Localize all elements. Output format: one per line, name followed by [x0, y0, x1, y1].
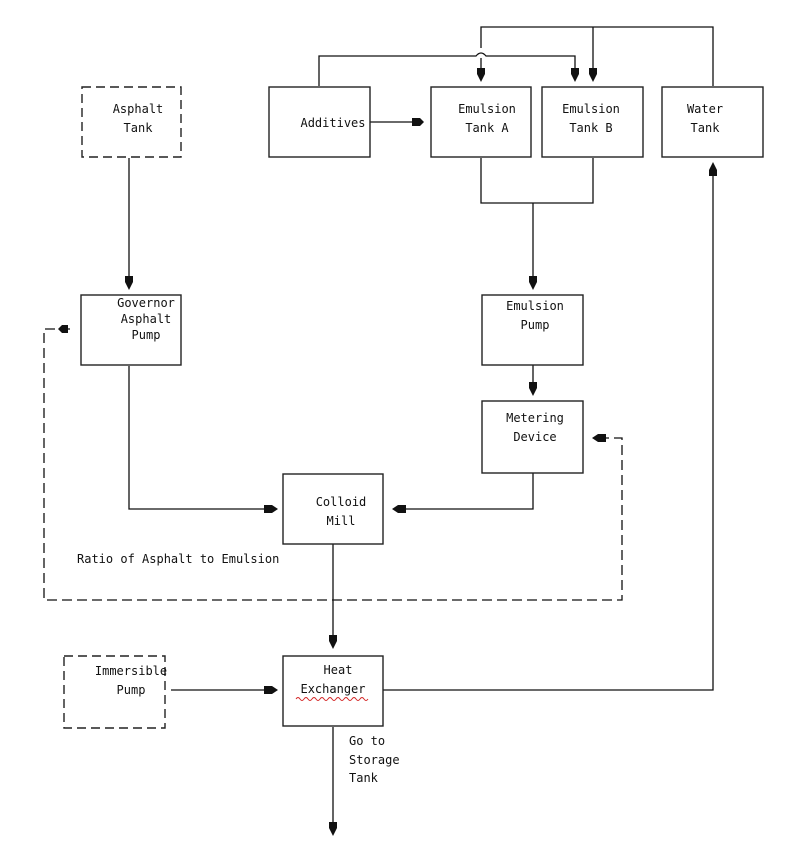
governor-pump-label-line-2: Asphalt — [121, 312, 172, 326]
water-tank-node: Water Tank — [661, 86, 764, 158]
arrowhead — [264, 686, 278, 694]
arrowhead — [529, 382, 537, 396]
storage-label-line-2: Storage — [349, 753, 400, 767]
metering-device-label-line-2: Device — [513, 430, 556, 444]
arrowhead — [264, 505, 278, 513]
storage-label: Go to Storage Tank — [349, 734, 400, 785]
colloid-mill-label-line-2: Mill — [327, 514, 356, 528]
governor-asphalt-pump-node: Governor Asphalt Pump — [80, 294, 182, 366]
arrowhead — [329, 635, 337, 649]
asphalt-tank-node: Asphalt Tank — [81, 86, 182, 158]
emulsion-pump-label-line-2: Pump — [521, 318, 550, 332]
arrowhead — [412, 118, 424, 126]
emulsion-pump-node: Emulsion Pump — [481, 294, 584, 366]
storage-label-line-3: Tank — [349, 771, 379, 785]
immersible-pump-node: Immersible Pump — [63, 655, 167, 729]
water-tank-label-line-1: Water — [687, 102, 723, 116]
arrowhead — [589, 68, 597, 82]
heat-exchanger-label-line-1: Heat — [324, 663, 353, 677]
connector-governor-to-colloid — [128, 366, 272, 510]
storage-label-line-1: Go to — [349, 734, 385, 748]
additives-label: Additives — [300, 116, 365, 130]
asphalt-tank-label-line-1: Asphalt — [113, 102, 164, 116]
arrowhead — [392, 505, 406, 513]
arrowhead — [58, 325, 68, 333]
metering-device-label-line-1: Metering — [506, 411, 564, 425]
emulsion-tank-b-node: Emulsion Tank B — [541, 86, 644, 158]
immersible-pump-label-line-1: Immersible — [95, 664, 167, 678]
arrowhead — [329, 822, 337, 836]
connector-heat-exchanger-to-water-tank — [383, 172, 714, 691]
governor-pump-label-line-3: Pump — [132, 328, 161, 342]
arrowhead — [571, 68, 579, 82]
emulsion-tank-b-label-line-1: Emulsion — [562, 102, 620, 116]
arrowheads — [58, 68, 717, 836]
heat-exchanger-node: Heat Exchanger — [282, 655, 384, 727]
emulsion-tank-a-label-line-1: Emulsion — [458, 102, 516, 116]
connector-tanks-merge — [480, 158, 594, 282]
governor-pump-label-line-1: Governor — [117, 296, 175, 310]
emulsion-tank-b-label-line-2: Tank B — [569, 121, 612, 135]
connector-metering-to-colloid — [398, 473, 534, 510]
ratio-label: Ratio of Asphalt to Emulsion — [77, 552, 279, 566]
ratio-control-loop — [43, 328, 623, 601]
arrowhead — [477, 68, 485, 82]
connector-additives-top-to-tanks — [318, 52, 576, 86]
arrowhead — [125, 276, 133, 290]
emulsion-tank-a-node: Emulsion Tank A — [430, 86, 532, 158]
heat-exchanger-label-line-2: Exchanger — [300, 682, 365, 696]
arrowhead — [592, 434, 606, 442]
immersible-pump-label-line-2: Pump — [117, 683, 146, 697]
emulsion-tank-a-label-line-2: Tank A — [465, 121, 509, 135]
emulsion-pump-label-line-1: Emulsion — [506, 299, 564, 313]
asphalt-tank-label-line-2: Tank — [124, 121, 154, 135]
arrowhead — [709, 162, 717, 176]
colloid-mill-label-line-1: Colloid — [316, 495, 367, 509]
colloid-mill-node: Colloid Mill — [282, 473, 384, 545]
additives-node: Additives — [268, 86, 371, 158]
spellcheck-underline — [295, 697, 369, 701]
connector-water-top-to-tanks — [480, 26, 714, 86]
metering-device-node: Metering Device — [481, 400, 584, 474]
water-tank-label-line-2: Tank — [691, 121, 721, 135]
arrowhead — [529, 276, 537, 290]
